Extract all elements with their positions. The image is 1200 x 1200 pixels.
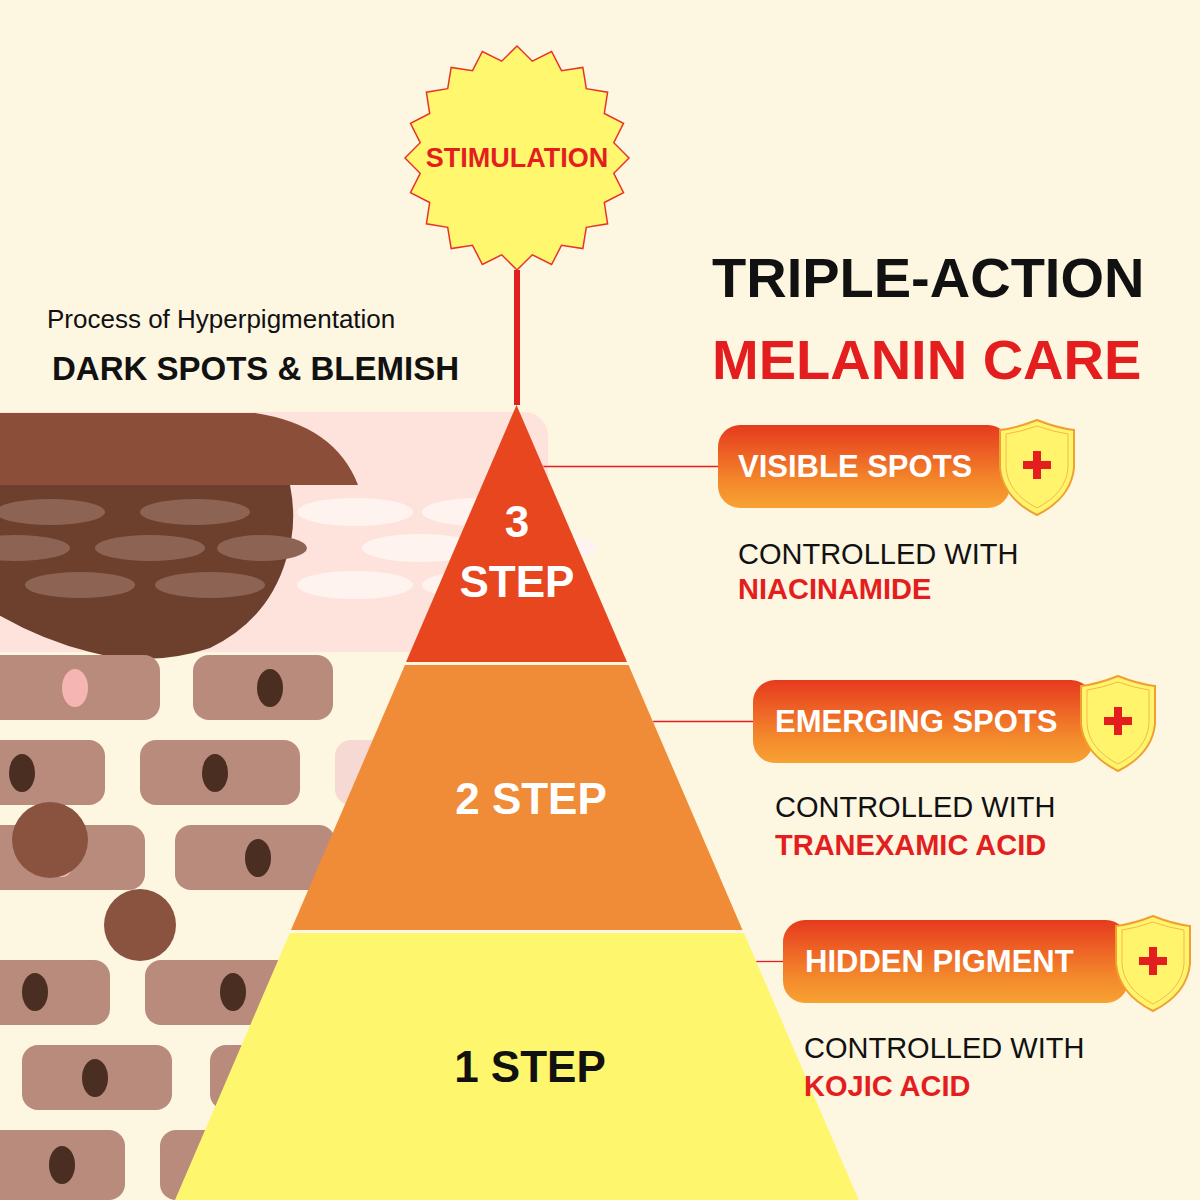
control-note: CONTROLLED WITH: [775, 790, 1165, 825]
starburst-shape: [405, 46, 629, 270]
step-label: 2 STEP: [381, 777, 681, 821]
step-label: 1 STEP: [380, 1045, 680, 1089]
pyramid-band: [406, 405, 627, 662]
plus-sign: [1033, 451, 1041, 479]
pigment-cell: [25, 572, 135, 598]
skin-cell: [297, 498, 413, 526]
cell-nucleus: [9, 754, 35, 792]
plus-sign: [1114, 707, 1122, 735]
pigment-cell: [217, 535, 307, 561]
leader-line: [653, 721, 753, 722]
basal-cell: [0, 740, 105, 805]
step-label: 3 STEP: [457, 492, 577, 612]
pigment-cell: [155, 572, 265, 598]
main-title: TRIPLE-ACTION: [712, 250, 1192, 306]
shield-icon: [1000, 420, 1074, 515]
control-note: CONTROLLED WITH: [738, 537, 1128, 572]
section-caption: Process of Hyperpigmentation: [47, 304, 487, 335]
plus-sign: [1104, 717, 1132, 725]
pyramid-band: [291, 665, 743, 930]
leader-line: [756, 961, 783, 962]
dark-spot-top: [0, 413, 358, 485]
title-highlight: MELANIN CARE: [712, 326, 1192, 393]
badge-label: VISIBLE SPOTS: [738, 451, 972, 482]
melanin-granule: [12, 802, 88, 878]
ingredient-name: NIACINAMIDE: [738, 572, 1128, 607]
shield-inner: [1122, 922, 1184, 1004]
cell-nucleus: [202, 754, 228, 792]
spot-badge: VISIBLE SPOTS: [718, 425, 1010, 508]
plus-sign: [1023, 461, 1051, 469]
dark-spot-body: [0, 485, 293, 659]
basal-cell: [193, 655, 333, 720]
stem-line: [514, 270, 520, 405]
cell-nucleus: [245, 839, 271, 877]
plus-sign: [1139, 957, 1167, 965]
pyramid-step: 1 STEP: [175, 933, 859, 1200]
spot-badge: HIDDEN PIGMENT: [783, 920, 1128, 1003]
shield-inner: [1006, 426, 1068, 508]
basal-cell: [140, 740, 300, 805]
basal-cell: [0, 655, 160, 720]
pyramid-step: 3 STEP: [406, 405, 627, 662]
shield-shape: [1000, 420, 1074, 515]
pigment-cell: [140, 499, 250, 525]
cell-nucleus: [22, 973, 48, 1011]
badge-label: HIDDEN PIGMENT: [805, 946, 1074, 977]
cell-nucleus: [49, 1146, 75, 1184]
cell-nucleus: [62, 669, 88, 707]
basal-cell: [0, 1130, 125, 1200]
melanin-granule: [104, 889, 176, 961]
leader-line: [543, 466, 718, 467]
basal-cell: [0, 960, 110, 1025]
basal-cell: [22, 1045, 172, 1110]
pigment-cell: [0, 499, 105, 525]
stimulation-burst: STIMULATION: [405, 46, 629, 270]
cell-nucleus: [220, 973, 246, 1011]
spot-badge: EMERGING SPOTS: [753, 680, 1093, 763]
control-note: CONTROLLED WITH: [804, 1031, 1194, 1066]
plus-sign: [1149, 947, 1157, 975]
cell-nucleus: [257, 669, 283, 707]
section-heading: DARK SPOTS & BLEMISH: [52, 349, 522, 389]
badge-label: EMERGING SPOTS: [775, 706, 1057, 737]
ingredient-name: KOJIC ACID: [804, 1069, 1194, 1104]
pyramid-band: [175, 933, 859, 1200]
cell-nucleus: [82, 1059, 108, 1097]
basal-cell: [175, 825, 335, 890]
skin-cell: [297, 571, 413, 599]
shield-inner: [1087, 682, 1149, 764]
pigment-cell: [0, 535, 70, 561]
burst-label: STIMULATION: [426, 145, 608, 172]
pyramid-step: 2 STEP: [291, 665, 743, 930]
pigment-cell: [95, 535, 205, 561]
ingredient-name: TRANEXAMIC ACID: [775, 828, 1165, 863]
